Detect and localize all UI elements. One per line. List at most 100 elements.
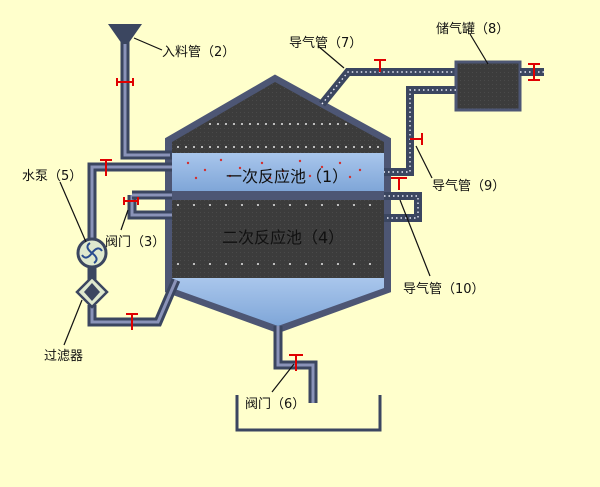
vessel-dot xyxy=(177,146,179,148)
gas-bubble xyxy=(348,175,352,179)
vessel-dot xyxy=(305,123,307,125)
loop-bottom-valve[interactable] xyxy=(126,313,138,330)
vessel-dot xyxy=(265,146,267,148)
pump-rotor-icon xyxy=(81,242,103,264)
secondary-reaction-tank xyxy=(172,200,384,278)
loop-top-valve[interactable] xyxy=(100,159,112,176)
gas-bubble xyxy=(228,174,232,178)
vessel-dot xyxy=(321,263,323,265)
vessel-dot xyxy=(201,146,203,148)
vessel-dot xyxy=(209,123,211,125)
vessel-dot xyxy=(273,204,275,206)
vessel-dot xyxy=(225,146,227,148)
vessel-dot xyxy=(337,204,339,206)
vessel-dot xyxy=(281,146,283,148)
vessel-dot xyxy=(337,146,339,148)
vessel-dot xyxy=(241,263,243,265)
gas-bubble xyxy=(219,158,223,162)
filter[interactable] xyxy=(75,275,109,309)
vessel-dot xyxy=(369,146,371,148)
gas-pipe-7-valve[interactable] xyxy=(374,59,386,72)
vessel-dot xyxy=(209,263,211,265)
vessel-dot xyxy=(337,123,339,125)
vessel-dot xyxy=(209,204,211,206)
vessel-dot xyxy=(289,204,291,206)
gas-bubble xyxy=(358,168,362,172)
vessel-dot xyxy=(193,146,195,148)
gas-bubble xyxy=(281,169,285,173)
vessel-dot xyxy=(177,263,179,265)
vessel-dot xyxy=(257,146,259,148)
vessel-dot xyxy=(321,146,323,148)
feed-pipe xyxy=(108,24,172,160)
vessel-dot xyxy=(193,204,195,206)
vessel-dot xyxy=(273,263,275,265)
feed-pipe-valve[interactable] xyxy=(116,78,134,86)
gas-pipe-7 xyxy=(318,59,458,107)
vessel-dot xyxy=(305,263,307,265)
tank-partition xyxy=(172,191,384,200)
vessel-dot xyxy=(257,263,259,265)
water-pump-label: 水泵（5） xyxy=(22,169,82,184)
vessel-dot xyxy=(185,146,187,148)
gas-bubble xyxy=(308,174,312,178)
vessel-dot xyxy=(329,146,331,148)
gas-pipe-9 xyxy=(384,86,456,176)
vessel-dot xyxy=(177,204,179,206)
gas-bubble xyxy=(268,176,272,180)
secondary-tank-label: 二次反应池（4） xyxy=(222,228,344,247)
vessel-dot xyxy=(353,204,355,206)
water-pump[interactable] xyxy=(76,237,108,269)
vessel-dot xyxy=(345,123,347,125)
gas-pipe-10-valve[interactable] xyxy=(391,177,407,190)
gas-tank-outlet-valve[interactable] xyxy=(528,63,540,81)
vessel-dot xyxy=(313,123,315,125)
vessel-dot xyxy=(241,146,243,148)
vessel-dot xyxy=(225,204,227,206)
vessel-dot xyxy=(337,263,339,265)
gas-pipe-9-valve[interactable] xyxy=(410,133,423,145)
recirculation-loop xyxy=(75,159,181,330)
vessel-dot xyxy=(321,123,323,125)
valve-6[interactable] xyxy=(289,354,303,371)
gas-bubble xyxy=(203,168,207,172)
vessel-dot xyxy=(353,146,355,148)
vessel-dot xyxy=(353,263,355,265)
bottom-cone xyxy=(172,278,384,326)
feed-pipe-label: 入料管（2） xyxy=(162,45,235,60)
gas-bubble xyxy=(238,166,242,170)
outlet-pipe xyxy=(273,326,318,403)
gas-tank-label: 储气罐（8） xyxy=(436,21,509,37)
vessel-dot xyxy=(281,123,283,125)
vessel-dot xyxy=(217,123,219,125)
valve-3[interactable] xyxy=(123,197,139,205)
primary-tank-label: 一次反应池（1） xyxy=(226,167,348,186)
gas-pipe-10 xyxy=(384,177,422,222)
vessel-dot xyxy=(297,146,299,148)
vessel-dot xyxy=(345,146,347,148)
vessel-dot xyxy=(233,123,235,125)
gas-bubble xyxy=(194,176,198,180)
feed-funnel xyxy=(108,24,142,44)
gas-storage-tank xyxy=(454,60,544,112)
filter-label: 过滤器 xyxy=(44,349,83,364)
vessel-dot xyxy=(313,146,315,148)
vessel-dot xyxy=(233,146,235,148)
gas-bubble xyxy=(186,161,190,165)
vessel-dot xyxy=(329,123,331,125)
vessel-dot xyxy=(225,123,227,125)
gas-bubble xyxy=(320,165,324,169)
valve-6-label: 阀门（6） xyxy=(245,397,305,412)
vessel-dot xyxy=(249,146,251,148)
vessel-dot xyxy=(257,204,259,206)
vessel-dot xyxy=(369,204,371,206)
vessel-dot xyxy=(217,146,219,148)
valve-3-label: 阀门（3） xyxy=(105,235,165,250)
gas-bubble xyxy=(260,161,264,165)
vessel-dot xyxy=(193,263,195,265)
gas-pipe-9-label: 导气管（9） xyxy=(432,178,505,194)
vessel-dot xyxy=(289,146,291,148)
vessel-dot xyxy=(369,263,371,265)
gas-pipe-10-label: 导气管（10） xyxy=(403,281,485,297)
